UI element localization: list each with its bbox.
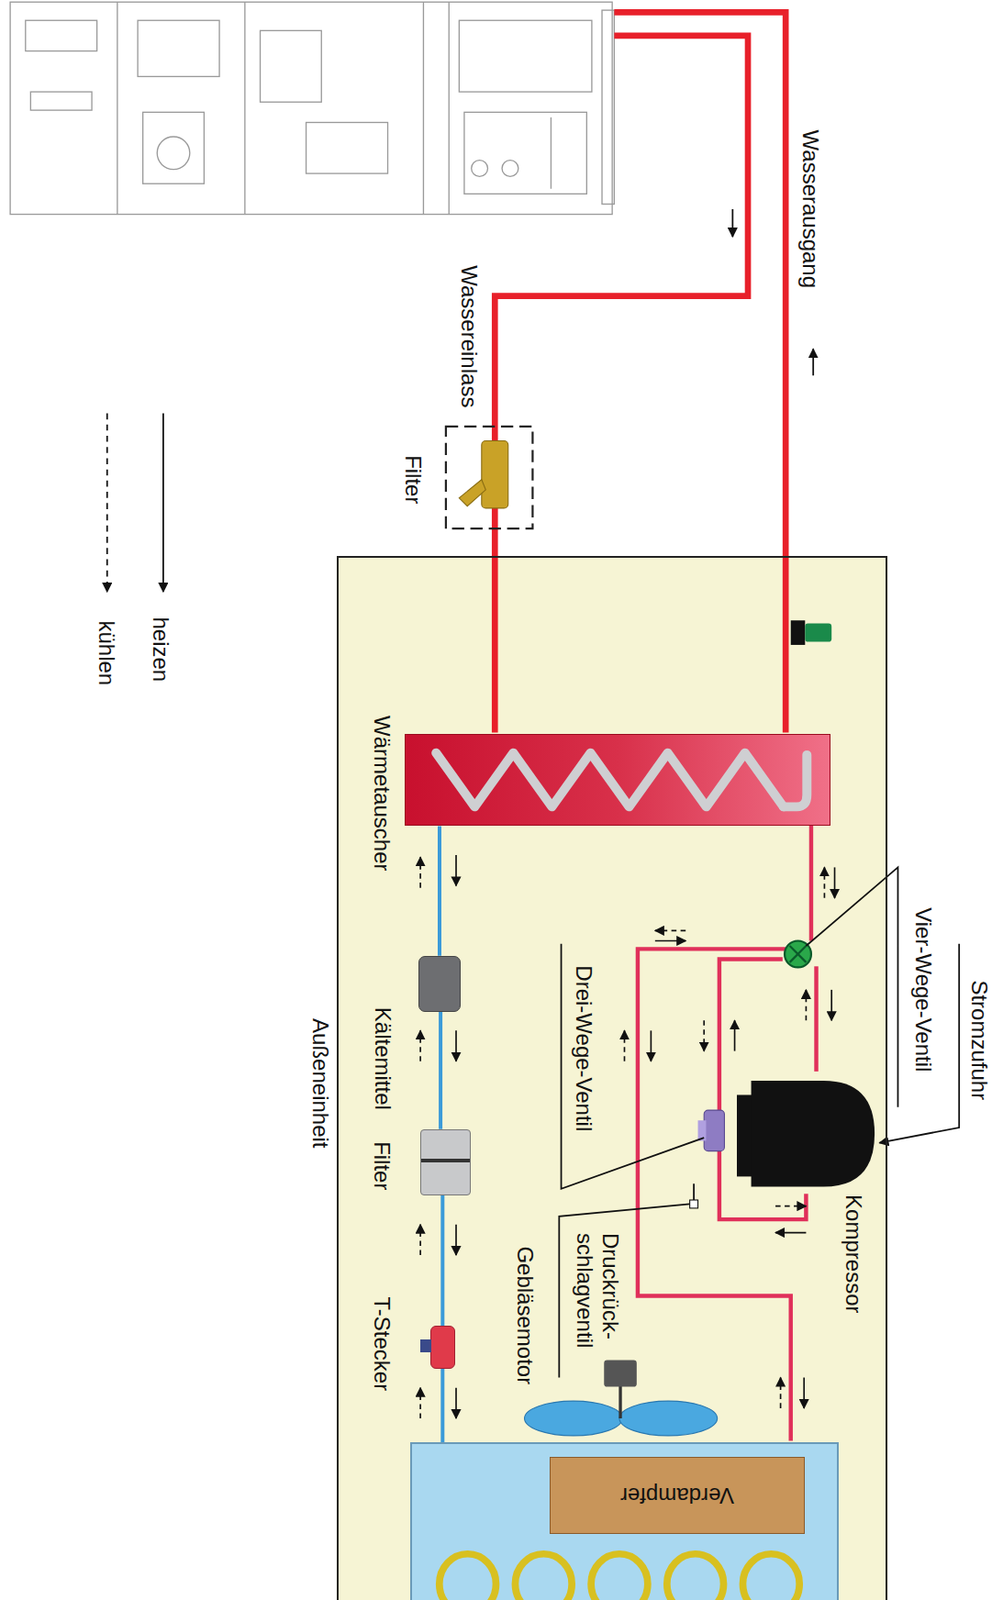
shape-detail <box>405 735 830 825</box>
legend-text: heizen <box>148 617 175 683</box>
compressor: Kompressor <box>736 1072 881 1195</box>
t-connector: T-Stecker <box>430 1326 456 1370</box>
refrigerant-line <box>437 825 442 956</box>
part-label: Filter <box>401 455 427 504</box>
part-label: Drei-Wege-Ventil <box>570 965 597 1132</box>
refrigerant-part: Kältemittel <box>418 956 462 1013</box>
part-label: Druckrück- schlagventil <box>572 1233 624 1349</box>
node-label: T-Stecker <box>369 1297 396 1393</box>
shape-detail <box>736 1072 881 1195</box>
fan <box>524 1360 718 1437</box>
water-filter <box>458 440 508 508</box>
tee-stub <box>420 1339 432 1353</box>
part-label: Vier-Wege-Ventil <box>911 907 937 1072</box>
node-label: Kältemittel <box>369 1007 396 1111</box>
part-label: Gebläsemotor <box>512 1247 539 1386</box>
evaporator: Verdampfer <box>410 1442 839 1600</box>
node-label: Kompressor <box>841 1195 868 1315</box>
sensor <box>791 620 832 646</box>
node-label: Filter <box>369 1141 396 1191</box>
heat-exchanger: Wärmetauscher <box>404 734 831 826</box>
part-label: Stromzufuhr <box>966 980 992 1102</box>
node-label: Wärmetauscher <box>369 715 396 871</box>
pipe-label: Wassereinlass <box>456 265 483 408</box>
legend-text: kühlen <box>94 620 121 686</box>
filter-band <box>421 1159 471 1163</box>
pipe-label: Wasserausgang <box>798 129 825 289</box>
indoor-unit-drawing <box>10 1 614 214</box>
node-label: Außeneinheit <box>307 1018 334 1148</box>
filter-frame <box>445 426 534 529</box>
leader-lines <box>558 867 959 1378</box>
refrigerant-line <box>440 1369 445 1443</box>
water-pipes <box>494 11 786 733</box>
refrigerant-filter: Filter <box>420 1129 472 1196</box>
three-way-valve <box>698 1110 725 1151</box>
refrigerant-line <box>440 1195 445 1327</box>
outdoor-unit: AußeneinheitWärmetauscherKältemittelFilt… <box>336 556 888 1600</box>
refrigerant-line <box>438 1012 443 1130</box>
legend-samples <box>107 412 164 592</box>
check-valve <box>690 1200 699 1209</box>
node-label: Verdampfer <box>620 1482 735 1509</box>
